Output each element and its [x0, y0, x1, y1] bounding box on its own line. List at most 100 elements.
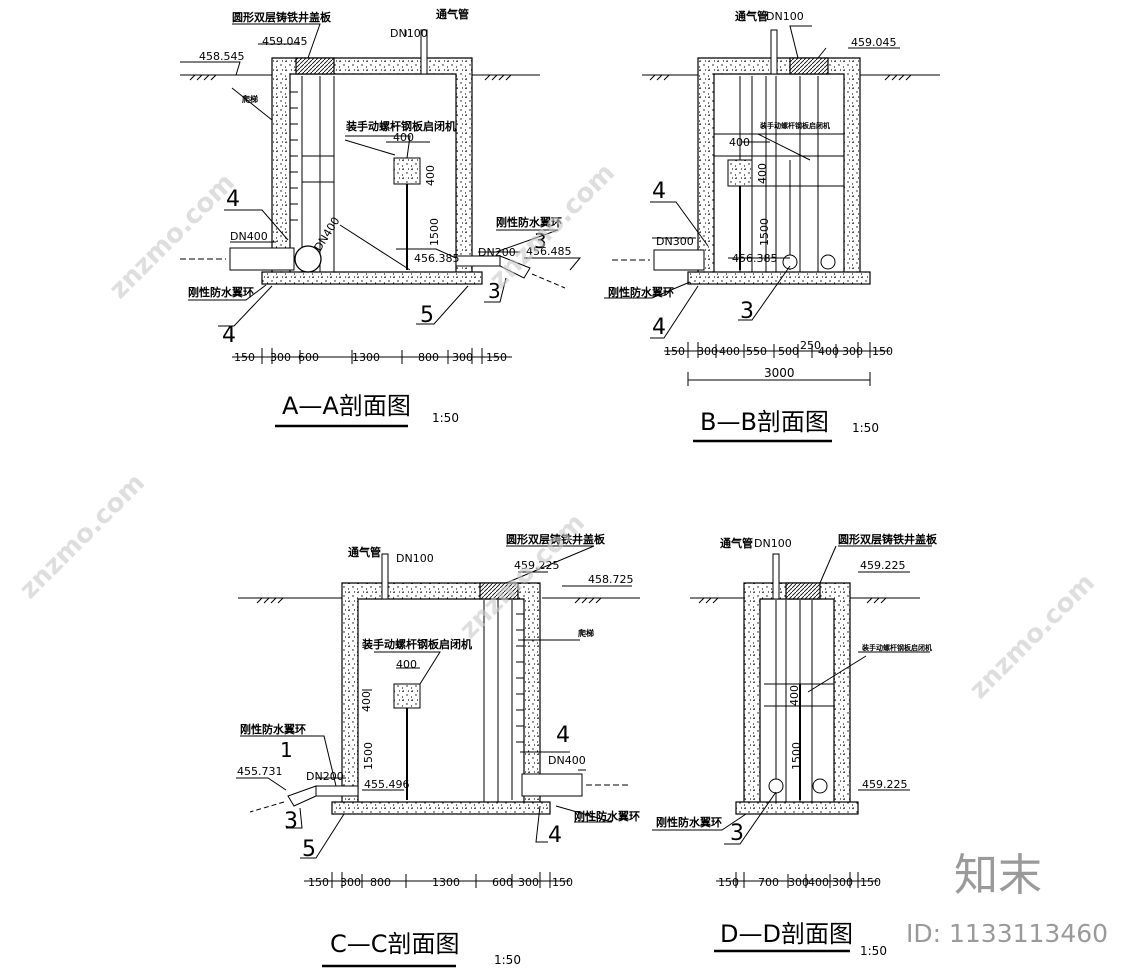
- pipe-in-circle-label: DN400: [312, 215, 343, 254]
- mark-4-bottom: 4: [652, 315, 666, 340]
- hoist-label: 装手动螺杆钢板启闭机: [759, 121, 830, 130]
- dim-7: 300: [842, 345, 863, 358]
- section-aa: 圆形双层铸铁井盖板 通气管 DN100 459.045 458.545 爬梯 装…: [180, 7, 582, 428]
- outflow-pipe: [249, 785, 359, 813]
- leaders: [652, 545, 932, 845]
- vent-label: 通气管: [720, 536, 753, 550]
- ring-label-left: 刚性防水翼环: [188, 285, 254, 299]
- dim-2: 300: [788, 876, 809, 889]
- section-bb: 通气管 DN100 459.045 装手动螺杆钢板启闭机 400 400 150…: [604, 9, 940, 443]
- leaders: [604, 25, 900, 339]
- dim-3: 1300: [432, 876, 460, 889]
- pipe-in-label: DN400: [230, 230, 268, 243]
- hoist-height-label: 400: [424, 165, 437, 186]
- dim-1: 300: [697, 345, 718, 358]
- mark-3: 3: [740, 299, 754, 324]
- watermark-5: znzmo.com: [964, 568, 1101, 705]
- pipe-in-label: DN400: [548, 754, 586, 767]
- ladder: [511, 600, 524, 800]
- manhole-cover: [789, 57, 829, 75]
- elev-out-label: 455.731: [237, 765, 283, 778]
- mark-1: 1: [280, 738, 293, 762]
- leaders: [236, 545, 632, 859]
- section-title: D—D剖面图: [720, 920, 853, 948]
- watermark-4: znzmo.com: [454, 508, 591, 645]
- inflow-pipe: [612, 249, 705, 271]
- ring-label-right: 刚性防水翼环: [496, 215, 562, 229]
- stem-height-label: 1500: [362, 742, 375, 770]
- leaders: [180, 23, 582, 327]
- stem-height-label: 1500: [758, 218, 771, 246]
- dim-5: 300: [518, 876, 539, 889]
- hoist-height-label: 400: [788, 685, 801, 706]
- vent-dn-label: DN100: [766, 10, 804, 23]
- vent-dn-label: DN100: [390, 27, 428, 40]
- mark-4-top: 4: [226, 187, 240, 212]
- dim-0: 150: [718, 876, 739, 889]
- ring-label-right: 刚性防水翼环: [574, 809, 640, 823]
- pipe-in-label: DN300: [656, 235, 694, 248]
- section-title: A—A剖面图: [282, 392, 411, 420]
- ground-lines: [180, 74, 540, 81]
- dim-line: [664, 342, 890, 386]
- section-cc: 通气管 DN100 圆形双层铸铁井盖板 459.225 458.725 爬梯 装…: [236, 532, 640, 968]
- dim-4: 800: [418, 351, 439, 364]
- vent-label: 通气管: [735, 9, 768, 23]
- dim-4: 500: [778, 345, 799, 358]
- manhole-cover: [785, 582, 821, 600]
- hoist-height-label: 400: [360, 691, 373, 712]
- dim-1: 300: [340, 876, 361, 889]
- brand-id: ID: 1133113460: [906, 919, 1108, 948]
- vent-label: 通气管: [436, 7, 469, 21]
- bottom-slab: [735, 801, 859, 815]
- elev-top-label: 459.045: [851, 36, 897, 49]
- inner-lines: [302, 76, 411, 272]
- mark-4-top: 4: [556, 723, 570, 748]
- mark-4-bottom: 4: [222, 323, 236, 348]
- pipe-out-label: DN200: [306, 770, 344, 783]
- dim-6: 400: [818, 345, 839, 358]
- ladder: [290, 76, 303, 272]
- dim-1: 300: [270, 351, 291, 364]
- section-scale: 1:50: [494, 953, 521, 967]
- elev-inv-label: 456.385: [414, 252, 460, 265]
- vent-pipe: [381, 553, 389, 600]
- dim-4: 300: [832, 876, 853, 889]
- ground-lines: [642, 74, 940, 81]
- dim-2: 800: [370, 876, 391, 889]
- ring-label: 刚性防水翼环: [656, 815, 722, 829]
- hoist-box: [393, 157, 421, 185]
- watermark-3: znzmo.com: [14, 468, 151, 605]
- ring-label: 刚性防水翼环: [608, 285, 674, 299]
- outflow-pipe: [455, 255, 566, 289]
- manhole-cover: [479, 582, 519, 600]
- manhole-cover: [295, 57, 335, 75]
- inflow-pipe: [521, 773, 630, 797]
- vent-label: 通气管: [348, 545, 381, 559]
- ladder-label: 爬梯: [241, 94, 258, 104]
- elev-inv-label: 455.496: [364, 778, 410, 791]
- vent-dn-label: DN100: [396, 552, 434, 565]
- ground-lines: [238, 597, 640, 604]
- pipe-circles: [782, 254, 836, 270]
- dim-5: 300: [452, 351, 473, 364]
- elev-out-label: 456.485: [526, 245, 572, 258]
- section-title: C—C剖面图: [330, 930, 460, 958]
- pipe-circles: [768, 778, 828, 794]
- mark-4-bottom: 4: [548, 823, 562, 848]
- elev-ground-label: 458.725: [588, 573, 634, 586]
- dim-0: 150: [308, 876, 329, 889]
- mark-3-top: 3: [534, 229, 547, 253]
- elev-inv-label: 456.385: [732, 252, 778, 265]
- mark-4-top: 4: [652, 179, 666, 204]
- vent-dn-label: DN100: [754, 537, 792, 550]
- hoist-label: 装手动螺杆钢板启闭机: [361, 637, 472, 651]
- dim-8: 150: [872, 345, 893, 358]
- section-dd: 通气管 DN100 圆形双层铸铁井盖板 459.225 装手动螺杆钢板启闭机 4…: [652, 532, 938, 958]
- ground-lines: [690, 597, 920, 604]
- hoist-box: [393, 683, 421, 709]
- cover-label: 圆形双层铸铁井盖板: [838, 532, 938, 546]
- ladder-label: 爬梯: [577, 628, 594, 638]
- elev-top-label: 459.225: [514, 559, 560, 572]
